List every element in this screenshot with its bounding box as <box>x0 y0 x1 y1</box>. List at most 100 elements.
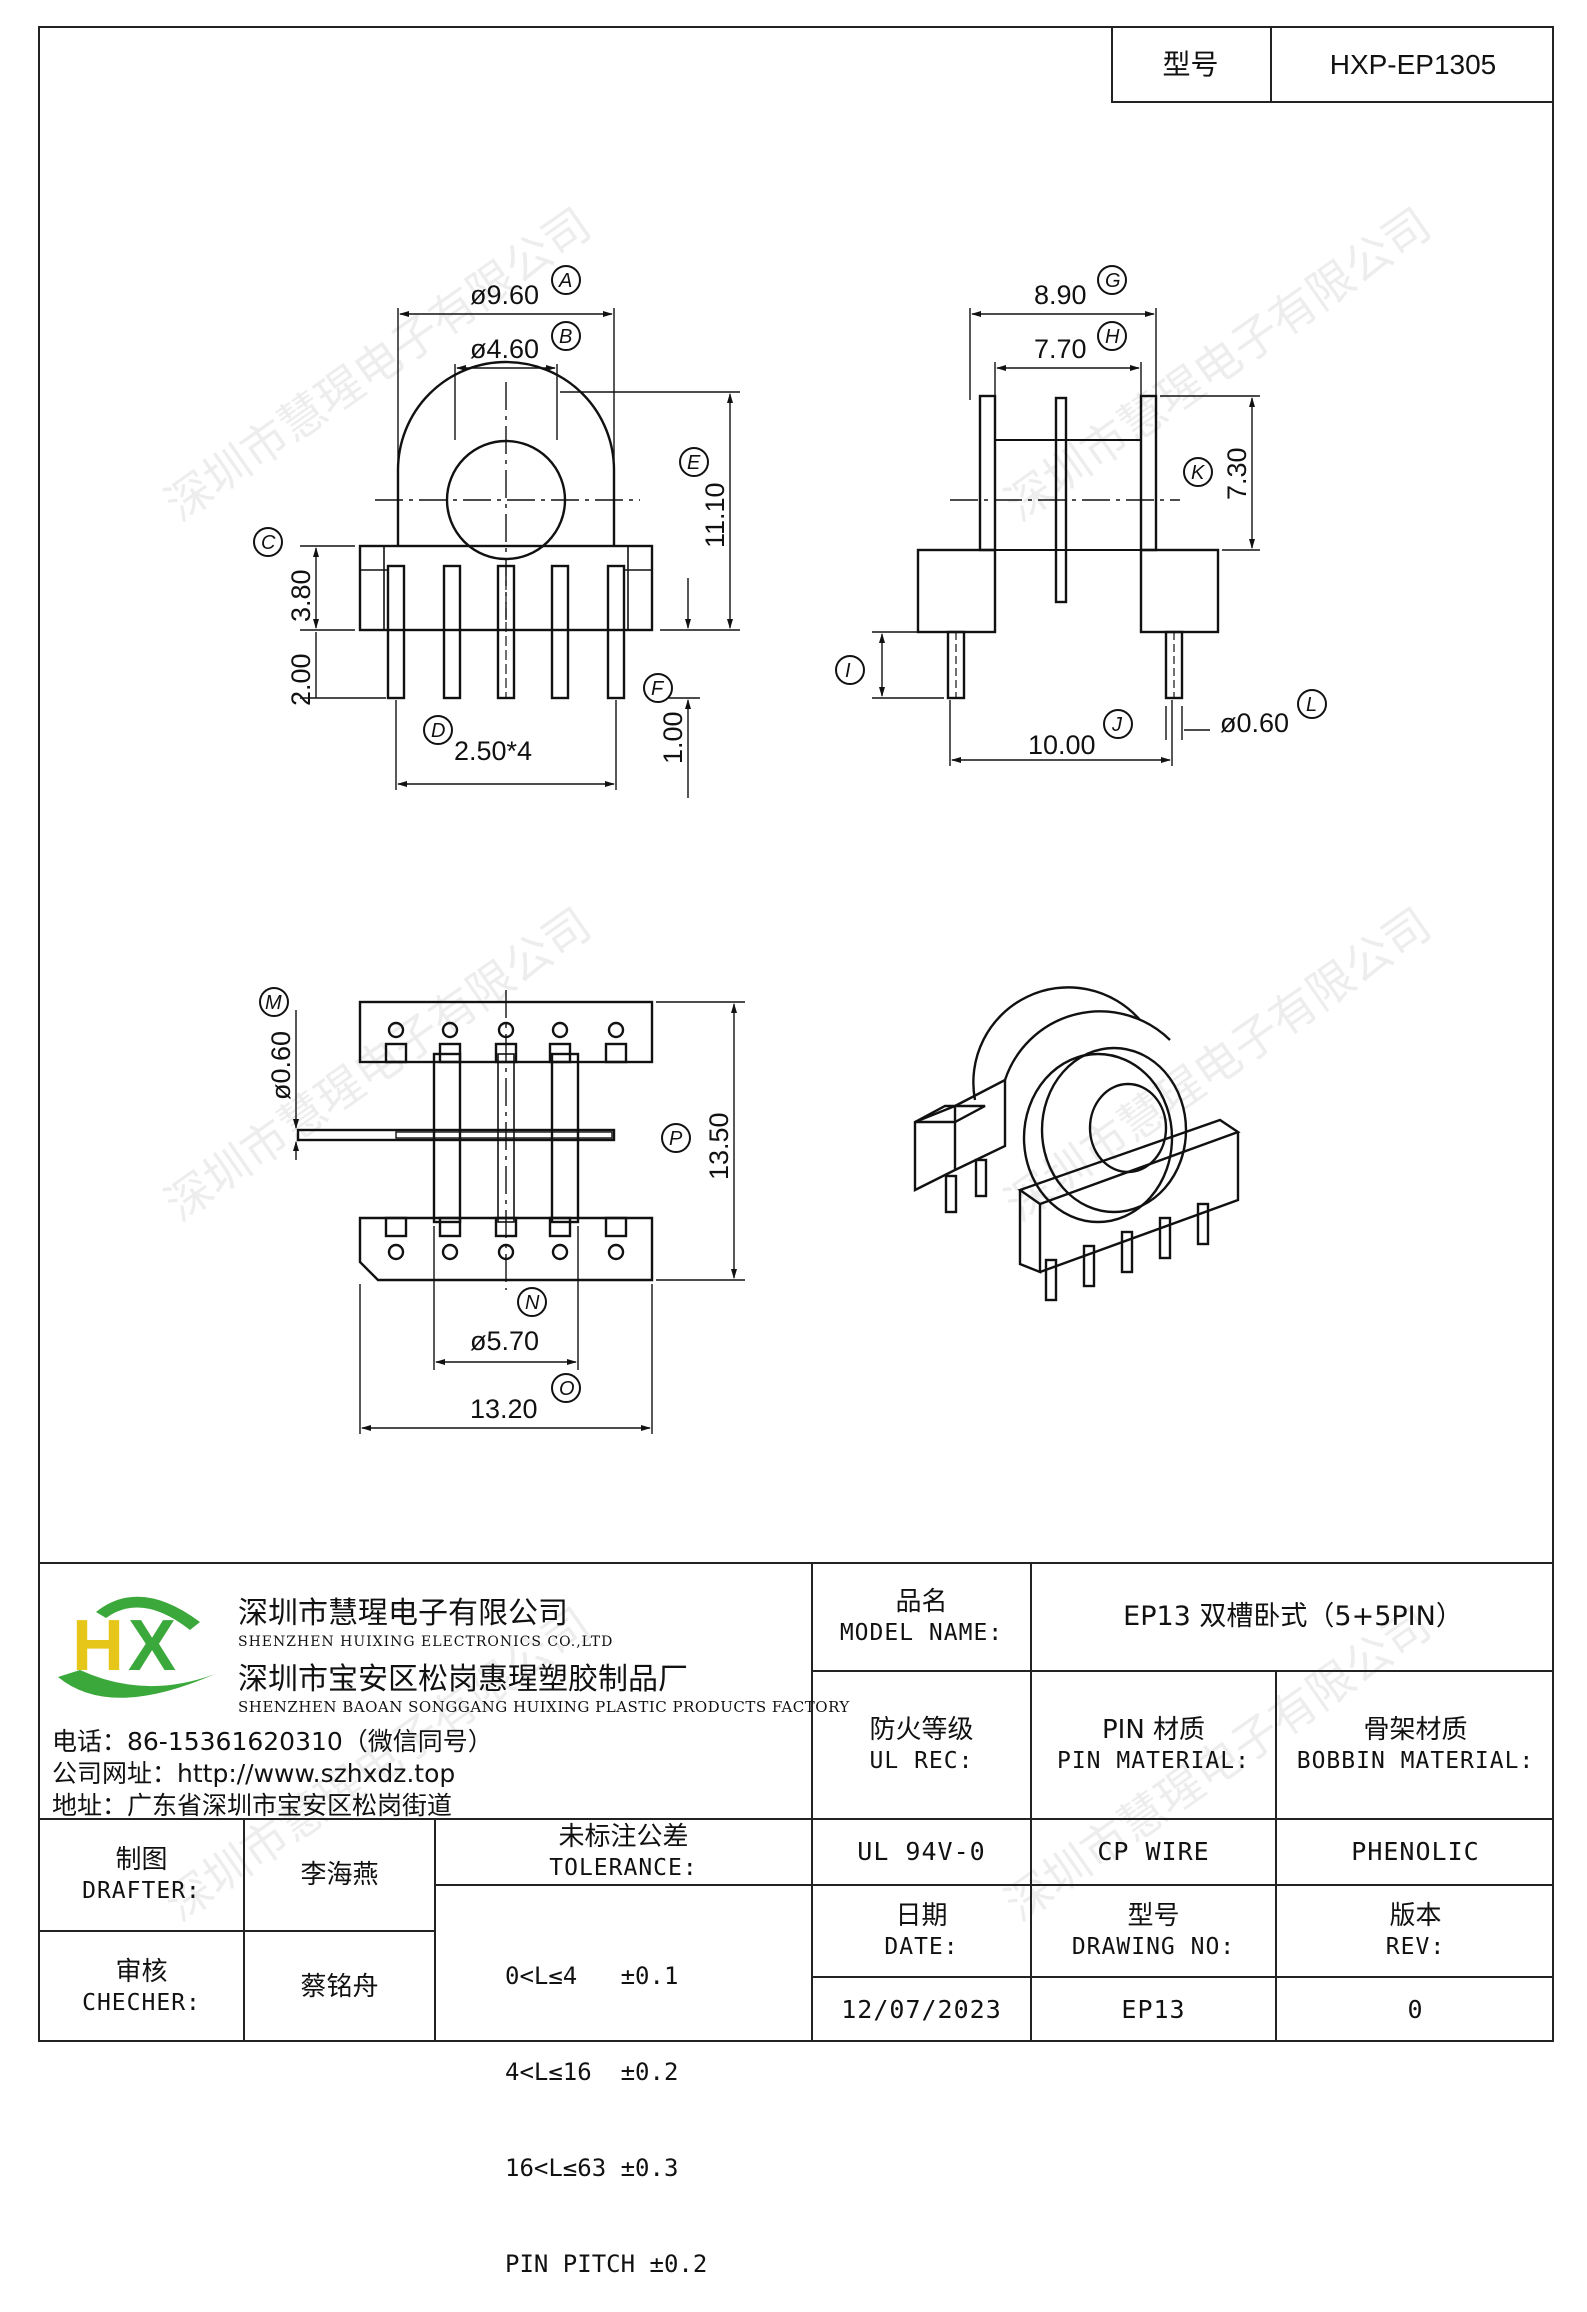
tolerance-line: 4<L≤16 ±0.2 <box>505 2058 679 2086</box>
svg-text:J: J <box>1111 714 1123 736</box>
tolerance-line: PIN PITCH ±0.2 <box>505 2250 708 2278</box>
divider <box>434 1818 436 2042</box>
marker-N: N <box>517 1287 547 1317</box>
rev-value: 0 <box>1407 1995 1424 2025</box>
divider <box>811 1976 1554 1978</box>
svg-text:K: K <box>1191 462 1206 484</box>
date-label: 日期 DATE: <box>884 1901 959 1960</box>
marker-I: I <box>835 655 865 685</box>
logo-arc <box>96 1596 200 1630</box>
marker-J: J <box>1103 709 1133 739</box>
tolerance-line: 0<L≤4 ±0.1 <box>505 1962 679 1990</box>
dim-D: 2.50*4 <box>454 736 532 766</box>
drawing-no-value: EP13 <box>1121 1995 1186 2025</box>
isometric-view <box>913 986 1241 1302</box>
drawing-no-label: 型号 DRAWING NO: <box>1071 1901 1236 1960</box>
marker-C: C <box>253 527 283 557</box>
marker-O: O <box>551 1373 581 1403</box>
checker-label: 审核 CHECHER: <box>82 1957 201 2016</box>
divider <box>1030 1562 1032 2042</box>
factory-name-en: SHENZHEN BAOAN SONGGANG HUIXING PLASTIC … <box>238 1698 850 1716</box>
divider <box>1275 1670 1277 2042</box>
bobbin-material-value: PHENOLIC <box>1351 1837 1480 1867</box>
date-value: 12/07/2023 <box>841 1995 1002 2025</box>
company-logo: H X <box>58 1596 215 1698</box>
header-divider <box>1270 26 1272 103</box>
svg-text:F: F <box>651 678 665 700</box>
svg-text:H: H <box>1105 326 1120 348</box>
dim-N: ø5.70 <box>470 1326 539 1356</box>
divider <box>243 1818 245 2042</box>
bottom-view <box>293 990 745 1434</box>
technical-drawing: ø9.60 ø4.60 2.50*4 8.90 7.70 10.00 ø0.60… <box>253 265 1327 1434</box>
pin-material-value: CP WIRE <box>1097 1837 1210 1867</box>
svg-text:G: G <box>1105 270 1121 292</box>
dim-H: 7.70 <box>1034 334 1087 364</box>
tolerance-line: 16<L≤63 ±0.3 <box>505 2154 679 2182</box>
dim-G: 8.90 <box>1034 280 1087 310</box>
svg-text:N: N <box>525 1292 540 1314</box>
divider <box>38 1930 434 1932</box>
model-header-box <box>1111 26 1554 103</box>
dim-O: 13.20 <box>470 1394 538 1424</box>
company-phone: 电话：86-15361620310（微信同号） <box>52 1727 493 1756</box>
divider <box>811 1884 1554 1886</box>
drafter-label: 制图 DRAFTER: <box>82 1845 201 1904</box>
dim-L: ø0.60 <box>1220 708 1289 738</box>
marker-K: K <box>1183 457 1213 487</box>
marker-E: E <box>679 447 709 477</box>
company-name-cn: 深圳市慧瑆电子有限公司 <box>238 1596 568 1631</box>
svg-text:M: M <box>265 992 282 1014</box>
dim-A: ø9.60 <box>470 280 539 310</box>
logo-swoosh <box>58 1670 215 1698</box>
side-view <box>872 308 1260 766</box>
fire-rating-value: UL 94V-0 <box>857 1837 986 1867</box>
model-label: 型号 <box>1162 48 1219 81</box>
svg-text:P: P <box>669 1128 683 1150</box>
svg-text:A: A <box>558 270 572 292</box>
title-block <box>38 1562 1554 2044</box>
tolerance-list: 0<L≤4 ±0.1 4<L≤16 ±0.2 16<L≤63 ±0.3 PIN … <box>505 1896 805 2312</box>
divider <box>434 1884 811 1886</box>
svg-text:L: L <box>1306 694 1317 716</box>
marker-G: G <box>1097 265 1127 295</box>
divider <box>811 1670 1554 1672</box>
drafter-value: 李海燕 <box>300 1859 379 1890</box>
svg-text:D: D <box>431 720 445 742</box>
marker-A: A <box>551 265 581 295</box>
checker-value: 蔡铭舟 <box>300 1971 379 2002</box>
svg-text:I: I <box>845 660 851 682</box>
svg-text:E: E <box>687 452 701 474</box>
marker-D: D <box>423 715 453 745</box>
dim-K: 7.30 <box>1222 447 1252 500</box>
svg-text:O: O <box>559 1378 575 1400</box>
rev-label: 版本 REV: <box>1385 1901 1446 1960</box>
divider <box>811 1562 813 2042</box>
dim-2: 2.00 <box>286 653 316 706</box>
company-name-en: SHENZHEN HUIXING ELECTRONICS CO.,LTD <box>238 1634 614 1650</box>
svg-text:B: B <box>559 326 572 348</box>
marker-F: F <box>643 673 673 703</box>
dim-B: ø4.60 <box>470 334 539 364</box>
dim-C: 3.80 <box>286 569 316 622</box>
dim-F: 1.00 <box>658 711 688 764</box>
dim-M: ø0.60 <box>266 1031 296 1100</box>
product-label: 品名 MODEL NAME: <box>839 1587 1004 1646</box>
drawing-sheet <box>38 26 1554 2042</box>
pin-material-label: PIN 材质 PIN MATERIAL: <box>1056 1715 1250 1774</box>
marker-H: H <box>1097 321 1127 351</box>
logo-x: X <box>128 1606 176 1686</box>
dimension-labels: ø9.60 ø4.60 2.50*4 8.90 7.70 10.00 ø0.60… <box>266 280 1289 1424</box>
company-website: 公司网址：http://www.szhxdz.top <box>52 1759 456 1788</box>
marker-B: B <box>551 321 581 351</box>
dim-E: 11.10 <box>700 482 730 548</box>
dim-J: 10.00 <box>1028 730 1096 760</box>
marker-L: L <box>1297 689 1327 719</box>
model-value: HXP-EP1305 <box>1329 49 1497 80</box>
dim-P: 13.50 <box>704 1112 734 1180</box>
logo-h: H <box>72 1606 124 1686</box>
fire-rating-label: 防火等级 UL REC: <box>869 1715 974 1774</box>
factory-name-cn: 深圳市宝安区松岗惠瑆塑胶制品厂 <box>238 1662 688 1697</box>
svg-text:C: C <box>261 532 276 554</box>
divider <box>38 1818 1554 1820</box>
